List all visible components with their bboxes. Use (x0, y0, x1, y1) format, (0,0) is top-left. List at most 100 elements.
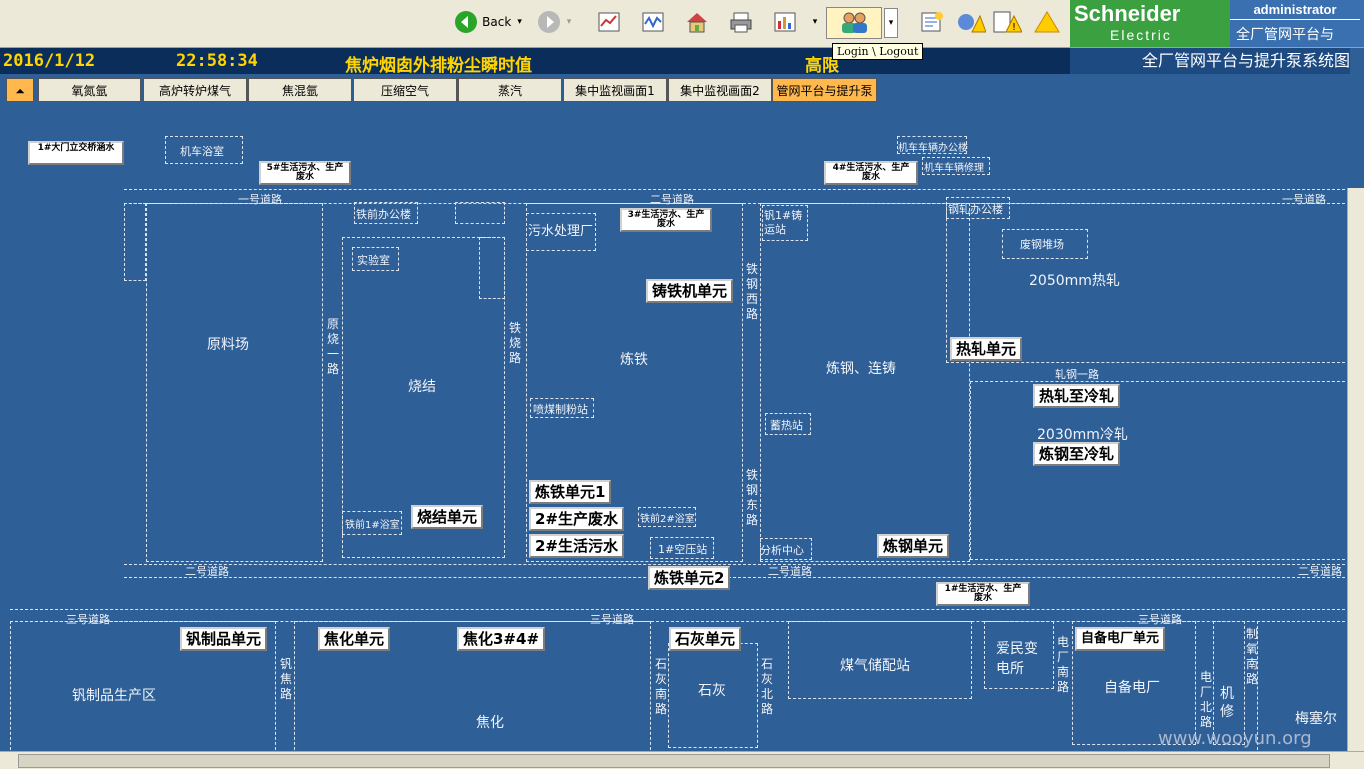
nav-item-air[interactable]: 压缩空气 (353, 78, 457, 102)
life3-button[interactable]: 3#生活污水、生产废水 (620, 208, 712, 232)
zone-label: 钒1#铸运站 (764, 209, 803, 236)
jiaohua-button[interactable]: 焦化单元 (318, 627, 391, 651)
zone-label: 炼钢、连铸 (826, 361, 896, 377)
road-label: 石灰北路 (760, 657, 773, 716)
zone-lianjie[interactable] (526, 203, 743, 562)
trend-icon[interactable] (640, 8, 666, 36)
alarm-list-icon[interactable] (918, 8, 946, 36)
zone-label: 2050mm热轧 (1029, 273, 1120, 289)
road-label: 二号道路 (1298, 565, 1342, 578)
back-arrow-icon (454, 10, 478, 34)
road-1-top (124, 189, 1350, 190)
zone-yuanliao[interactable] (146, 203, 323, 562)
alarm-message: 焦炉烟囱外排粉尘瞬时值 (345, 56, 532, 76)
zone-gangzha[interactable] (946, 197, 1010, 219)
zone-aimin[interactable] (984, 621, 1054, 689)
nav-item-gas[interactable]: 高炉转炉煤气 (143, 78, 247, 102)
zone-label: 污水处理厂 (528, 224, 594, 239)
zibei-button[interactable]: 自备电厂单元 (1075, 627, 1166, 651)
print-icon[interactable] (728, 8, 754, 36)
home-icon[interactable] (684, 8, 710, 36)
zone-lengzha[interactable] (970, 381, 1350, 560)
schneider-logo: Schneider Electric (1070, 0, 1230, 47)
zone-xure[interactable] (765, 413, 811, 435)
users-icon (837, 10, 871, 37)
nav-item-monitor1[interactable]: 集中监视画面1 (563, 78, 667, 102)
door1-button[interactable]: 1#大门立交桥涵水 (28, 141, 124, 165)
zone-kongya[interactable] (650, 537, 714, 559)
road-label: 铁钢西路 (745, 262, 758, 321)
nav-item-mix[interactable]: 焦混氩 (248, 78, 352, 102)
login-dropdown-icon[interactable]: ▾ (884, 8, 898, 38)
zone-fenxi[interactable] (760, 538, 812, 560)
rezha-button[interactable]: 热轧单元 (950, 337, 1023, 361)
brand-bottom: Electric (1110, 27, 1172, 43)
zone-tieqian[interactable] (354, 202, 418, 224)
login-button[interactable] (826, 7, 882, 39)
zone-label: 钒制品生产区 (72, 688, 156, 704)
zone-liangang[interactable] (760, 203, 970, 562)
road-label: 铁烧路 (508, 321, 521, 365)
life4-button[interactable]: 4#生活污水、生产废水 (824, 161, 918, 185)
zone-penmei[interactable] (530, 398, 594, 418)
lianjie1-button[interactable]: 炼铁单元1 (529, 480, 612, 504)
road-label: 三号道路 (66, 613, 110, 626)
back-dropdown-icon[interactable]: ▾ (517, 17, 522, 27)
alarm-report-icon[interactable]: ! (992, 8, 1022, 36)
life1-button[interactable]: 1#生活污水、生产废水 (936, 582, 1030, 606)
forward-dropdown-icon[interactable]: ▾ (566, 17, 572, 27)
zone-wushui[interactable] (526, 213, 596, 251)
zone-meiqi[interactable] (788, 621, 972, 699)
zone-label: 废钢堆场 (1020, 238, 1064, 251)
brand-top: Schneider (1074, 1, 1181, 26)
road-label: 电厂北路 (1199, 670, 1212, 729)
nav-item-monitor2[interactable]: 集中监视画面2 (668, 78, 772, 102)
zone-shaojie[interactable] (342, 237, 505, 558)
shihui-button[interactable]: 石灰单元 (669, 627, 742, 651)
liangang-button[interactable]: 炼钢单元 (877, 534, 950, 558)
scrollbar-thumb[interactable] (18, 754, 1330, 768)
report-dropdown-icon[interactable]: ▾ (812, 17, 818, 27)
rezha-leng-button[interactable]: 热轧至冷轧 (1033, 384, 1121, 408)
collapse-button[interactable]: ⏶ (6, 78, 34, 102)
alarm-group-icon[interactable] (956, 8, 986, 36)
user-panel: administrator 全厂管网平台与 (1230, 0, 1364, 47)
nav-item-o2[interactable]: 氧氮氩 (38, 78, 141, 102)
zone-tieqian2[interactable] (638, 507, 696, 527)
road-label: 二号道路 (185, 565, 229, 578)
nav-item-steam[interactable]: 蒸汽 (458, 78, 562, 102)
chart-icon[interactable] (596, 8, 622, 36)
warning-icon[interactable] (1032, 8, 1062, 36)
zone-jiche[interactable] (165, 136, 243, 164)
zone-feigang[interactable] (1002, 229, 1088, 259)
road-3 (10, 609, 1350, 610)
back-button[interactable]: Back ▾ (454, 8, 522, 36)
jiaohua34-button[interactable]: 焦化3#4# (457, 627, 546, 651)
lianjie2-button[interactable]: 炼铁单元2 (648, 566, 731, 590)
zone-zibei[interactable] (1072, 621, 1196, 745)
fan-button[interactable]: 钒制品单元 (180, 627, 268, 651)
shengchan2-button[interactable]: 2#生产废水 (529, 507, 625, 531)
zone-jixiu[interactable] (1213, 621, 1245, 745)
zone-jiche-ban[interactable] (897, 136, 967, 154)
zone-jiche-xiu[interactable] (922, 157, 990, 175)
report-icon[interactable] (772, 8, 798, 36)
shaojie-button[interactable]: 烧结单元 (411, 505, 484, 529)
page-title: 全厂管网平台与提升泵系统图 (1070, 48, 1350, 74)
nav-item-pipe-platform[interactable]: 管网平台与提升泵 (772, 78, 877, 102)
vertical-scrollbar[interactable] (1347, 188, 1364, 753)
zone-label: 煤气储配站 (840, 658, 910, 674)
zone-tieqian1[interactable] (342, 511, 402, 535)
zone-shiyan[interactable] (352, 247, 399, 271)
road-label: 石灰南路 (654, 657, 667, 716)
zhutie-button[interactable]: 铸铁机单元 (646, 279, 734, 303)
horizontal-scrollbar[interactable] (0, 751, 1364, 769)
road-label: 二号道路 (650, 193, 694, 206)
zone-label: 铁前1#浴室 (345, 520, 400, 531)
life5-button[interactable]: 5#生活污水、生产废水 (259, 161, 351, 185)
zone-fan1[interactable] (762, 205, 808, 241)
forward-button[interactable]: ▾ (532, 8, 576, 36)
shenghuo2-button[interactable]: 2#生活污水 (529, 534, 625, 558)
liangang-leng-button[interactable]: 炼钢至冷轧 (1033, 442, 1121, 466)
zone-label: 烧结 (408, 379, 436, 395)
